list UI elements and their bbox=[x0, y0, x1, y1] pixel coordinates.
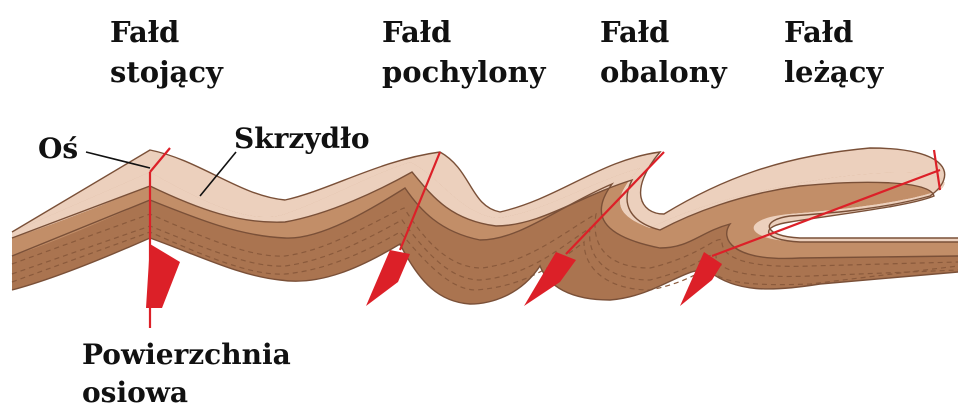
title-overturned-line2: obalony bbox=[600, 55, 728, 89]
title-recumbent-line1: Fałd bbox=[784, 15, 853, 49]
title-overturned-line1: Fałd bbox=[600, 15, 669, 49]
title-inclined-line1: Fałd bbox=[382, 15, 451, 49]
title-recumbent-line2: leżący bbox=[784, 55, 884, 89]
axial-surface-label-line2: osiowa bbox=[82, 376, 188, 409]
title-standing-line1: Fałd bbox=[110, 15, 179, 49]
limb-label: Skrzydło bbox=[234, 122, 370, 155]
axial-surface-label-line1: Powierzchnia bbox=[82, 338, 291, 371]
title-standing-line2: stojący bbox=[110, 55, 224, 89]
axial-wedge-standing bbox=[146, 244, 180, 308]
title-inclined-line2: pochylony bbox=[382, 55, 547, 89]
fold-type-titles: Fałd stojący Fałd pochylony Fałd obalony… bbox=[110, 15, 884, 89]
axis-label: Oś bbox=[38, 132, 78, 165]
